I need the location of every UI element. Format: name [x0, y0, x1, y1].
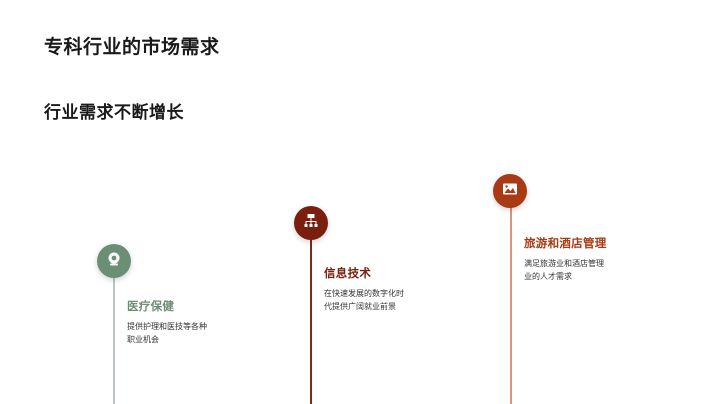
image-icon [501, 180, 519, 202]
item-title: 信息技术 [324, 266, 372, 280]
timeline-node [294, 206, 328, 240]
item-title: 旅游和酒店管理 [524, 236, 607, 250]
webcam-icon [105, 250, 123, 272]
slide-subtitle: 行业需求不断增长 [44, 103, 184, 123]
slide-title: 专科行业的市场需求 [44, 36, 220, 58]
item-description: 满足旅游业和酒店管理 业的人才需求 [524, 259, 604, 281]
org-chart-icon [302, 212, 320, 234]
timeline-line [113, 276, 115, 404]
item-description: 提供护理和医技等各种 职业机会 [127, 322, 207, 344]
timeline-node [493, 174, 527, 208]
timeline-line [310, 238, 312, 404]
timeline-line [510, 206, 512, 404]
item-title: 医疗保健 [127, 299, 175, 313]
item-description: 在快速发展的数字化时 代提供广阔就业前景 [324, 289, 404, 311]
timeline-node [97, 244, 131, 278]
